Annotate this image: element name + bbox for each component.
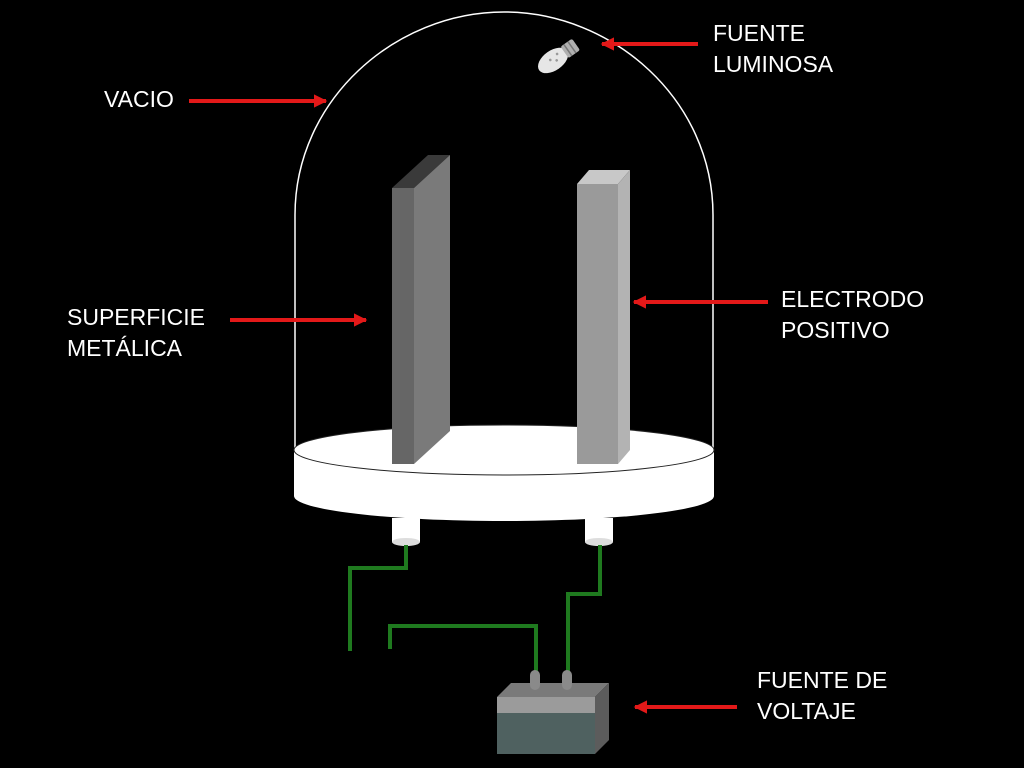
base-top bbox=[293, 424, 715, 476]
battery-terminal-left bbox=[530, 670, 540, 690]
vacuum-label: VACIO bbox=[104, 84, 174, 115]
positive-electrode-side bbox=[618, 170, 630, 464]
positive-electrode-front bbox=[577, 184, 618, 464]
light-source-label-line1: FUENTE bbox=[713, 20, 805, 46]
metal-surface-label-line2: METÁLICA bbox=[67, 335, 183, 361]
light-bulb-icon bbox=[538, 39, 580, 74]
metal-surface-label-line1: SUPERFICIE bbox=[67, 304, 206, 330]
metal-surface-plate-side bbox=[414, 155, 450, 464]
wire-left-lower bbox=[388, 624, 538, 672]
metal-surface-label: SUPERFICIE METÁLICA bbox=[67, 302, 205, 364]
voltage-source-label-line1: FUENTE DE bbox=[757, 667, 888, 693]
wire-left-upper bbox=[348, 545, 408, 651]
positive-electrode-label-line2: POSITIVO bbox=[781, 317, 890, 343]
metal-surface-plate-front bbox=[392, 188, 414, 464]
left-connector-bottom bbox=[392, 538, 420, 546]
right-connector-bottom bbox=[585, 538, 613, 546]
battery-front-cap bbox=[497, 697, 595, 713]
vacuum-dome bbox=[294, 11, 714, 450]
light-source-label-line2: LUMINOSA bbox=[713, 51, 834, 77]
light-source-label: FUENTE LUMINOSA bbox=[713, 18, 833, 80]
wire-right bbox=[566, 545, 602, 672]
positive-electrode-label-line1: ELECTRODO bbox=[781, 286, 925, 312]
vacuum-label-line1: VACIO bbox=[104, 86, 174, 112]
metal-surface-plate-top bbox=[392, 155, 450, 188]
battery-side bbox=[595, 683, 609, 754]
positive-electrode-top bbox=[577, 170, 630, 184]
bulb-base bbox=[561, 39, 580, 58]
bulb-glass bbox=[538, 47, 569, 74]
positive-electrode-label: ELECTRODO POSITIVO bbox=[781, 284, 924, 346]
battery-terminal-right bbox=[562, 670, 572, 690]
battery-front-body bbox=[497, 713, 595, 754]
battery-top bbox=[497, 683, 609, 697]
voltage-source-label-line2: VOLTAJE bbox=[757, 698, 856, 724]
voltage-source-label: FUENTE DE VOLTAJE bbox=[757, 665, 887, 727]
